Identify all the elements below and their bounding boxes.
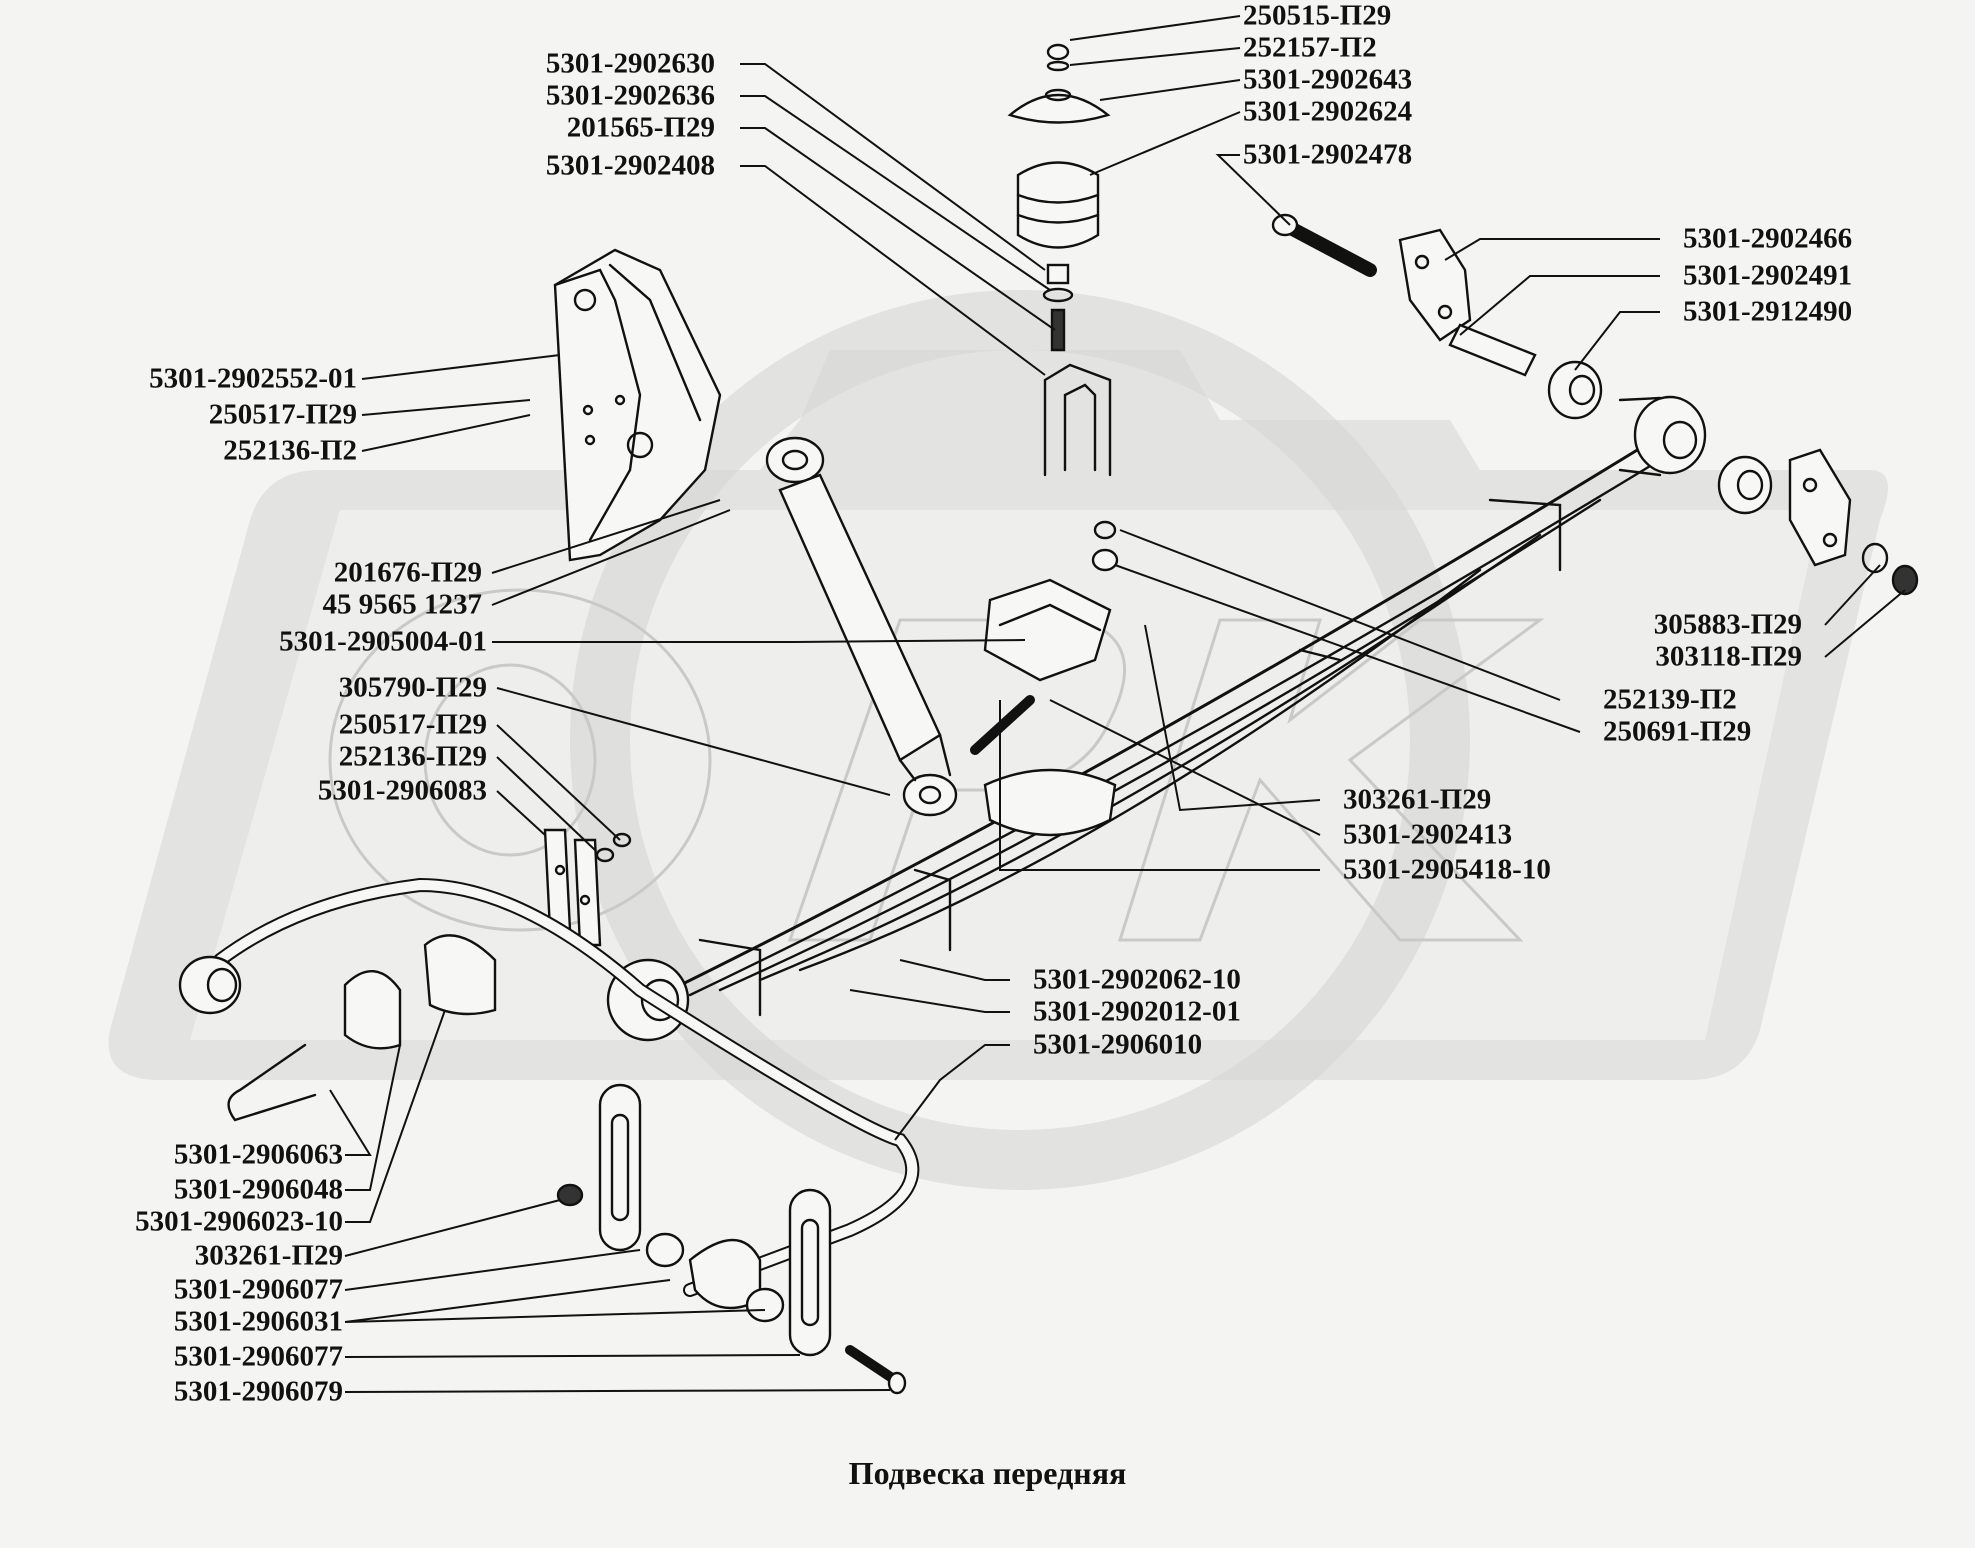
label-5301-2906083: 5301-2906083 xyxy=(317,774,487,807)
label-5301-2906077-a: 5301-2906077 xyxy=(173,1273,343,1306)
label-305790-p29: 305790-П29 xyxy=(338,671,487,704)
label-250691-p29: 250691-П29 xyxy=(1603,715,1752,748)
label-5301-2906010: 5301-2906010 xyxy=(1033,1028,1203,1061)
label-5301-2902636: 5301-2902636 xyxy=(545,79,715,112)
label-5301-2902643: 5301-2902643 xyxy=(1243,63,1413,96)
label-5301-2902624: 5301-2902624 xyxy=(1243,95,1413,128)
label-250517-p29-lower: 250517-П29 xyxy=(338,708,487,741)
leader-lines xyxy=(329,15,1906,1393)
label-5301-2902408: 5301-2902408 xyxy=(545,149,715,182)
eye-bolt-assembly xyxy=(1271,213,1603,420)
diagram-caption: Подвеска передняя xyxy=(848,1455,1127,1491)
leaf-spring xyxy=(606,395,1707,1042)
label-5301-2902630: 5301-2902630 xyxy=(545,47,715,80)
stabilizer-bracket xyxy=(543,828,632,947)
rubber-buffer xyxy=(1007,43,1111,352)
label-305883-p29: 305883-П29 xyxy=(1653,608,1802,641)
label-5301-2902552-01: 5301-2902552-01 xyxy=(149,362,357,395)
label-250517-p29-upper: 250517-П29 xyxy=(208,398,357,431)
label-5301-2906077-b: 5301-2906077 xyxy=(173,1340,343,1373)
label-5301-2912490: 5301-2912490 xyxy=(1683,295,1853,328)
label-303261-p29-center: 303261-П29 xyxy=(1343,783,1492,816)
label-5301-2906031: 5301-2906031 xyxy=(173,1305,343,1338)
stabilizer-bar xyxy=(178,877,920,1297)
label-303261-p29-lower: 303261-П29 xyxy=(194,1239,343,1272)
u-bolt xyxy=(1043,363,1119,572)
label-201565-p29: 201565-П29 xyxy=(566,111,715,144)
spring-pad xyxy=(970,578,1112,755)
label-45-9565-1237: 45 9565 1237 xyxy=(322,588,483,621)
spring-bracket xyxy=(553,248,722,562)
shackle-parts xyxy=(1717,448,1919,596)
label-5301-2902466: 5301-2902466 xyxy=(1683,222,1853,255)
label-5301-2906079: 5301-2906079 xyxy=(173,1375,343,1408)
label-303118-p29: 303118-П29 xyxy=(1655,640,1802,673)
label-5301-2902012-01: 5301-2902012-01 xyxy=(1033,995,1241,1028)
label-5301-2902491: 5301-2902491 xyxy=(1683,259,1853,292)
label-5301-2906023-10: 5301-2906023-10 xyxy=(135,1205,343,1238)
label-5301-2905004-01: 5301-2905004-01 xyxy=(279,625,487,658)
label-5301-2902478: 5301-2902478 xyxy=(1243,138,1413,171)
label-250515-p29: 250515-П29 xyxy=(1243,0,1392,32)
label-252157-p2: 252157-П2 xyxy=(1243,31,1377,64)
label-252139-p2: 252139-П2 xyxy=(1603,683,1737,716)
label-201676-p29: 201676-П29 xyxy=(333,556,482,589)
label-5301-2906048: 5301-2906048 xyxy=(173,1173,343,1206)
stabilizer-links xyxy=(556,1083,907,1395)
label-252136-p29: 252136-П29 xyxy=(338,740,487,773)
label-5301-2902062-10: 5301-2902062-10 xyxy=(1033,963,1241,996)
label-5301-2906063: 5301-2906063 xyxy=(173,1138,343,1171)
shock-absorber xyxy=(765,436,958,817)
label-252136-p2: 252136-П2 xyxy=(223,434,357,467)
label-5301-2902413: 5301-2902413 xyxy=(1343,818,1513,851)
label-5301-2905418-10: 5301-2905418-10 xyxy=(1343,853,1551,886)
